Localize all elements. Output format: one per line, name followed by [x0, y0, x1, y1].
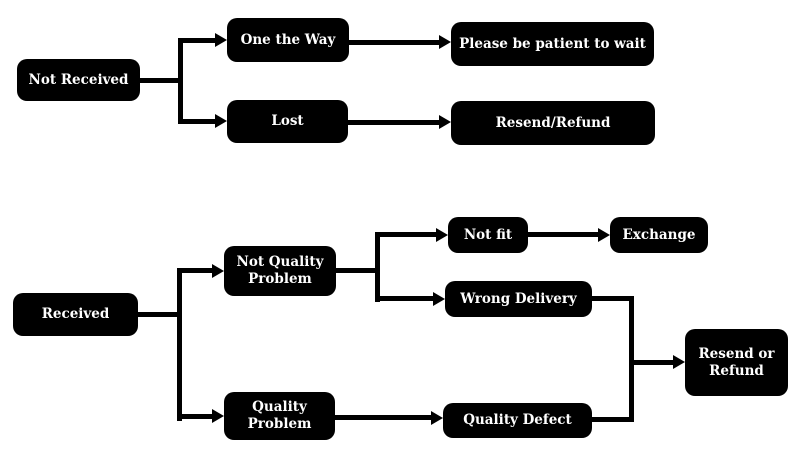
node-lost: Lost: [227, 100, 348, 143]
node-not-fit: Not fit: [448, 217, 528, 253]
edge-to-qualityproblem-arrow-icon: [212, 409, 224, 423]
edge-to-lost-arrow-icon: [215, 114, 227, 128]
edge-lost-resendrefund-arrow-icon: [439, 115, 451, 129]
edge-received-stem-line: [138, 312, 182, 317]
edge-to-lost-line: [178, 119, 216, 124]
edge-to-wrongdelivery-line: [375, 296, 434, 301]
edge-wrongdelivery-junction-line: [592, 296, 634, 301]
edge-onetheway-pleasewait-arrow-icon: [439, 35, 451, 49]
node-resend-refund: Resend/Refund: [451, 101, 655, 145]
edge-to-qualityproblem-line: [177, 414, 213, 419]
edge-onetheway-pleasewait-line: [349, 40, 440, 45]
edge-notreceived-branch-line: [178, 38, 183, 124]
edge-merge-branch-line: [629, 296, 634, 422]
edge-to-onetheway-arrow-icon: [215, 33, 227, 47]
node-quality-problem: Quality Problem: [224, 392, 335, 440]
edge-notquality-stem-line: [336, 268, 378, 273]
edge-to-onetheway-line: [178, 38, 216, 43]
node-not-received: Not Received: [17, 59, 140, 101]
edge-to-notfit-arrow-icon: [436, 228, 448, 242]
edge-notfit-exchange-line: [528, 232, 599, 237]
edge-to-resendorrefund-arrow-icon: [673, 355, 685, 369]
edge-received-branch-line: [177, 268, 182, 421]
edge-qualityproblem-qualitydefect-line: [335, 415, 432, 420]
edge-notreceived-stem-line: [138, 78, 183, 83]
edge-qualityproblem-qualitydefect-arrow-icon: [431, 411, 443, 425]
edge-to-notquality-arrow-icon: [212, 264, 224, 278]
edge-to-notfit-line: [375, 232, 437, 237]
node-resend-or-refund: Resend or Refund: [685, 329, 788, 396]
edge-lost-resendrefund-line: [348, 120, 440, 125]
edge-to-wrongdelivery-arrow-icon: [433, 292, 445, 306]
node-quality-defect: Quality Defect: [443, 403, 592, 438]
node-please-be-patient: Please be patient to wait: [451, 22, 654, 66]
edge-notquality-branch-line: [375, 232, 380, 302]
edge-qualitydefect-junction-line: [592, 417, 634, 422]
edge-to-resendorrefund-line: [629, 360, 674, 365]
node-exchange: Exchange: [610, 217, 708, 253]
edge-to-notquality-line: [177, 268, 213, 273]
node-wrong-delivery: Wrong Delivery: [445, 281, 592, 317]
edge-notfit-exchange-arrow-icon: [598, 228, 610, 242]
node-received: Received: [13, 293, 138, 336]
node-one-the-way: One the Way: [227, 18, 349, 62]
node-not-quality-problem: Not Quality Problem: [224, 246, 336, 296]
